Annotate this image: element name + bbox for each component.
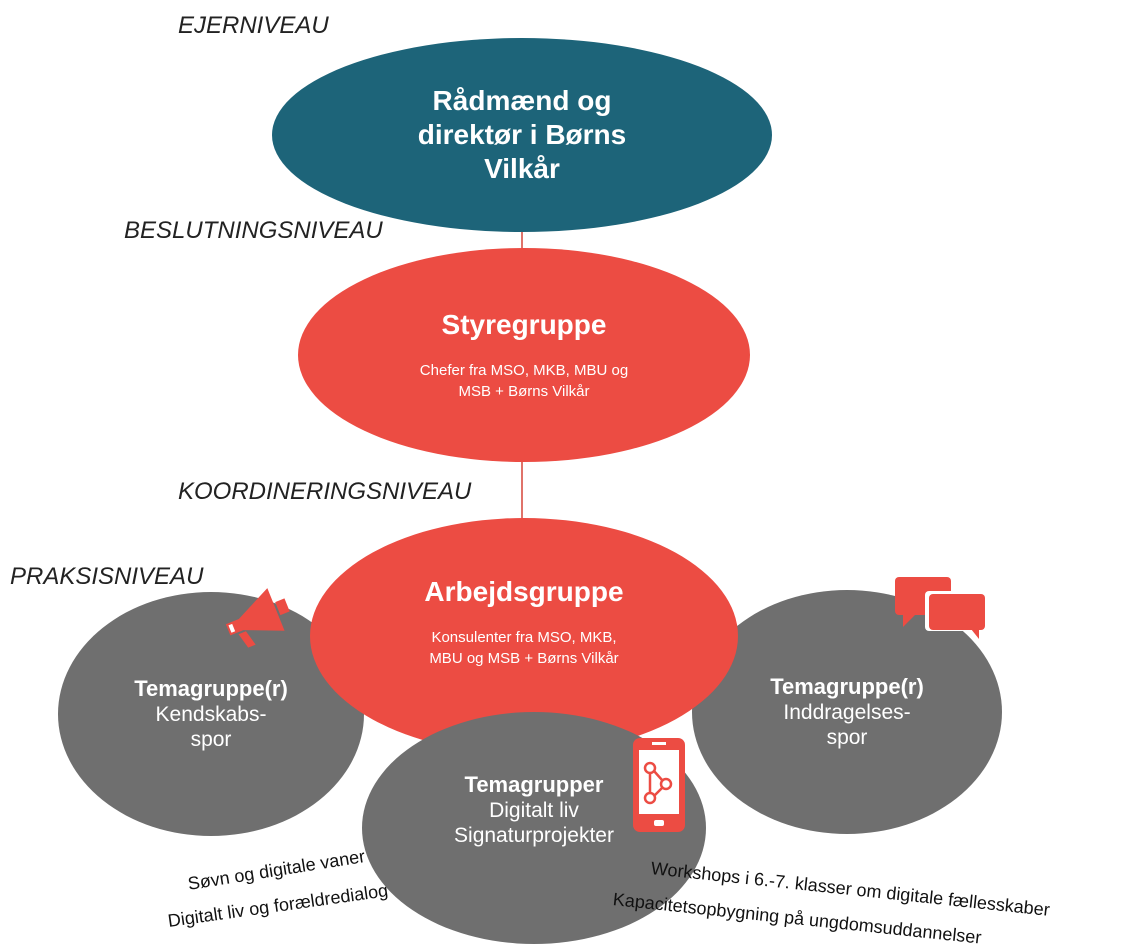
level-owner-label: EJERNIVEAU — [178, 12, 329, 39]
theme-group-bottom-sub1: Digitalt liv — [489, 799, 579, 822]
owner-node: Rådmænd og direktør i Børns Vilkår — [272, 38, 772, 232]
steering-group-title: Styregruppe — [441, 309, 607, 340]
steering-group-sub2: MSB + Børns Vilkår — [458, 383, 590, 400]
working-group-sub1: Konsulenter fra MSO, MKB, — [431, 629, 617, 646]
level-practice-label: PRAKSISNIVEAU — [10, 563, 204, 590]
level-coordination-label: KOORDINERINGSNIVEAU — [178, 478, 472, 505]
speech-bubbles-icon — [895, 577, 987, 639]
connector-steering-working — [521, 445, 523, 535]
theme-group-right-sub2: spor — [826, 726, 868, 749]
connector-owner-steering — [521, 205, 523, 285]
theme-group-right-title: Temagruppe(r) — [770, 674, 924, 699]
owner-node-line1: Rådmænd og — [432, 85, 612, 116]
owner-node-line3: Vilkår — [484, 153, 560, 184]
theme-group-left-sub1: Kendskabs- — [155, 703, 267, 726]
owner-node-line2: direktør i Børns — [417, 119, 627, 150]
steering-group-node: Styregruppe Chefer fra MSO, MKB, MBU og … — [298, 248, 750, 462]
working-group-title: Arbejdsgruppe — [424, 576, 624, 607]
working-group-sub2: MBU og MSB + Børns Vilkår — [429, 650, 619, 667]
theme-group-left-sub2: spor — [190, 728, 232, 751]
theme-group-left-title: Temagruppe(r) — [134, 676, 288, 701]
theme-group-bottom-sub2: Signaturprojekter — [454, 824, 614, 847]
steering-group-sub1: Chefer fra MSO, MKB, MBU og — [419, 362, 629, 379]
level-decision-label: BESLUTNINGSNIVEAU — [124, 217, 383, 244]
theme-group-right-sub1: Inddragelses- — [783, 701, 911, 724]
smartphone-icon — [633, 738, 685, 832]
theme-group-left-node: Temagruppe(r) Kendskabs- spor — [58, 592, 364, 836]
theme-group-bottom-title: Temagrupper — [464, 772, 604, 797]
megaphone-icon — [225, 588, 290, 648]
